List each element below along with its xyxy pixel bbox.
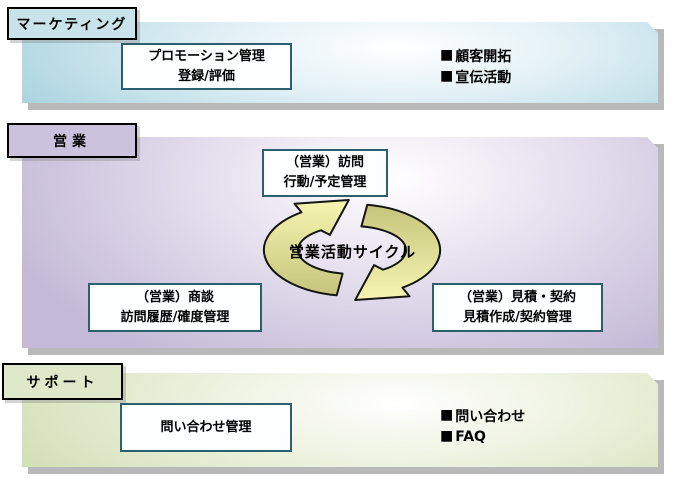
promotion-box-line2: 登録/評価 bbox=[178, 68, 235, 84]
sales-cycle-arrows-icon bbox=[262, 199, 442, 301]
section-label-sales: 営業 bbox=[7, 123, 137, 158]
cycle-arrow-left bbox=[262, 199, 350, 297]
inquiry-management-box: 問い合わせ管理 bbox=[120, 403, 292, 452]
marketing-bullet-list: ■ 顧客開拓 ■ 宣伝活動 bbox=[440, 45, 511, 87]
promotion-management-box: プロモーション管理 登録/評価 bbox=[121, 43, 292, 90]
inquiry-box-line1: 問い合わせ管理 bbox=[160, 419, 252, 435]
marketing-bullet-text: 宣伝活動 bbox=[455, 69, 512, 86]
section-label-sales-text: 営業 bbox=[53, 133, 91, 150]
estimate-box-line1: （営業）見積・契約 bbox=[458, 289, 576, 305]
visit-box-line2: 行動/予定管理 bbox=[283, 175, 367, 190]
estimate-box-line2: 見積作成/契約管理 bbox=[463, 309, 572, 325]
negotiation-box-line1: （営業）商談 bbox=[135, 289, 214, 305]
support-bullet-text: FAQ bbox=[455, 428, 486, 445]
marketing-bullet-customer-development: ■ 顧客開拓 bbox=[440, 45, 511, 66]
sales-estimate-contract-box: （営業）見積・契約 見積作成/契約管理 bbox=[432, 283, 603, 332]
section-label-support-text: サポート bbox=[26, 374, 99, 391]
section-label-marketing: マーケティング bbox=[7, 7, 137, 40]
visit-box-line1: （営業）訪問 bbox=[285, 155, 364, 170]
negotiation-box-line2: 訪問履歴/確度管理 bbox=[120, 309, 230, 325]
section-label-marketing-text: マーケティング bbox=[16, 16, 128, 33]
bullet-square-icon: ■ bbox=[440, 68, 454, 84]
sales-visit-box: （営業）訪問 行動/予定管理 bbox=[262, 149, 388, 197]
bullet-square-icon: ■ bbox=[440, 407, 454, 423]
sales-negotiation-box: （営業）商談 訪問履歴/確度管理 bbox=[88, 283, 262, 332]
support-bullet-faq: ■ FAQ bbox=[440, 426, 525, 447]
bullet-square-icon: ■ bbox=[440, 47, 454, 63]
marketing-bullet-advertising: ■ 宣伝活動 bbox=[440, 66, 511, 87]
support-bullet-list: ■ 問い合わせ ■ FAQ bbox=[440, 405, 525, 447]
promotion-box-line1: プロモーション管理 bbox=[148, 48, 265, 64]
support-bullet-text: 問い合わせ bbox=[455, 408, 526, 425]
bullet-square-icon: ■ bbox=[440, 428, 454, 444]
marketing-bullet-text: 顧客開拓 bbox=[455, 48, 512, 65]
section-label-support: サポート bbox=[2, 363, 123, 400]
sales-cycle-label: 営業活動サイクル bbox=[288, 243, 417, 261]
support-bullet-inquiry: ■ 問い合わせ bbox=[440, 405, 525, 426]
